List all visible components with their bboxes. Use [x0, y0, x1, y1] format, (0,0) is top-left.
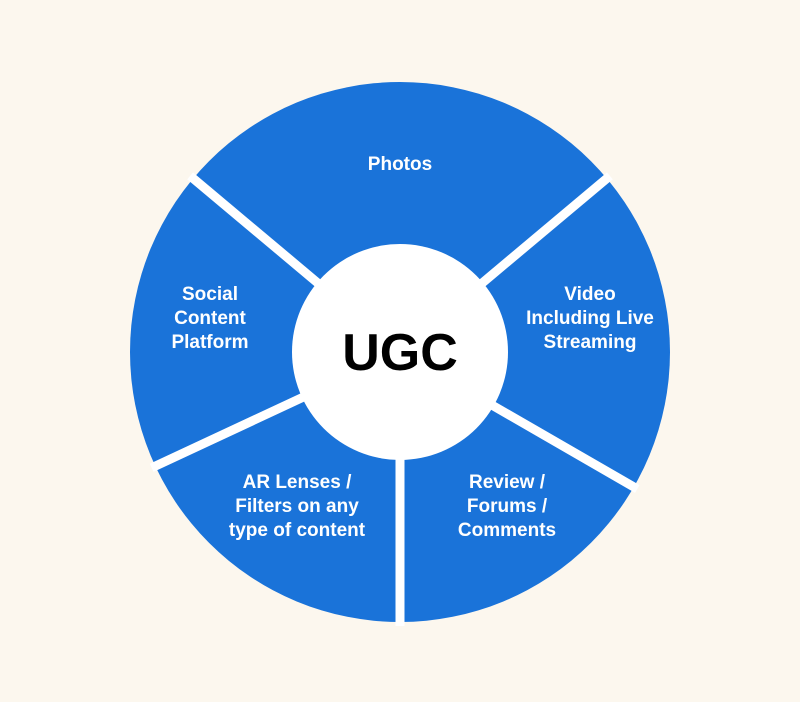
segment-separator [487, 400, 640, 493]
segment-separator [187, 172, 324, 289]
segment-social-label: Platform [171, 332, 248, 353]
segment-video-label: Video [564, 284, 615, 305]
segment-separator [149, 391, 308, 472]
segment-ar: AR Lenses / Filters on any type of content [229, 472, 366, 541]
segment-review-label: Forums / [467, 496, 548, 517]
segment-review: Review / Forums / Comments [458, 472, 556, 541]
segment-separator [476, 172, 613, 289]
segment-photos-label: Photos [368, 154, 432, 175]
segment-ar-label: AR Lenses / [243, 472, 352, 493]
center-circle [292, 244, 508, 460]
center-label: UGC [342, 324, 458, 382]
segment-photos: Photos [368, 154, 432, 175]
segment-review-label: Review / [469, 472, 546, 493]
segment-ar-label: Filters on any [235, 496, 359, 517]
segment-video-label: Streaming [544, 332, 637, 353]
segment-social-label: Content [174, 308, 246, 329]
segment-video-label: Including Live [526, 308, 654, 329]
segment-review-label: Comments [458, 520, 556, 541]
segment-social-label: Social [182, 284, 238, 305]
segment-ar-label: type of content [229, 520, 366, 541]
segment-separators [149, 172, 640, 626]
